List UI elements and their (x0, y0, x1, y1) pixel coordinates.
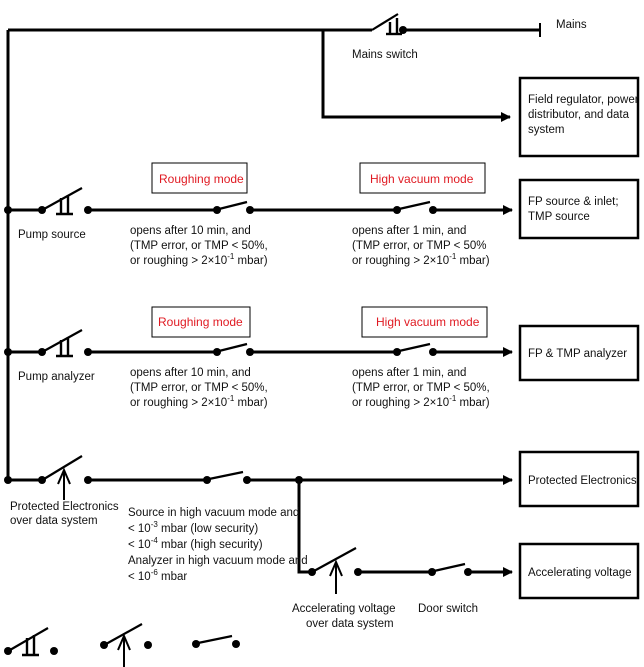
output-box-protected-electronics: Protected Electronics (518, 450, 640, 508)
pump-source-row (4, 187, 513, 216)
pump-source-label: Pump source (18, 229, 86, 241)
field-regulator-line-1: Field regulator, power (528, 94, 639, 106)
condition-line: opens after 1 min, and (352, 225, 466, 237)
condition-line: < 10-4 mbar (high security) (128, 536, 263, 551)
pump-analyzer-label: Pump analyzer (18, 371, 95, 383)
protected-electronics-box-label: Protected Electronics (528, 475, 637, 487)
mains-switch-label: Mains switch (352, 49, 418, 61)
output-box-field-regulator: Field regulator, power distributor, and … (518, 76, 640, 158)
output-box-accelerating-voltage: Accelerating voltage (518, 542, 640, 600)
field-regulator-line-3: system (528, 124, 564, 136)
mode-box-hv-source: High vacuum mode (359, 162, 486, 194)
mains-label: Mains (556, 19, 587, 31)
mode-box-hv-analyzer: High vacuum mode (361, 306, 488, 338)
condition-line: opens after 10 min, and (130, 225, 251, 237)
protected-electronics-switch-label-2: over data system (10, 515, 98, 527)
condition-line: opens after 10 min, and (130, 367, 251, 379)
condition-line: or roughing > 2×10-1 mbar) (352, 252, 490, 267)
condition-line: < 10-6 mbar (128, 568, 187, 583)
output-box-fp-tmp-analyzer: FP & TMP analyzer (518, 324, 640, 382)
door-switch-label: Door switch (418, 603, 478, 615)
legend-automatic-switch (192, 634, 240, 648)
fp-source-line-2: TMP source (528, 211, 590, 223)
roughing-mode-label: Roughing mode (158, 315, 243, 329)
condition-line: < 10-3 mbar (low security) (128, 520, 258, 535)
fp-source-line-1: FP source & inlet; (528, 196, 619, 208)
protected-electronics-row (4, 455, 513, 574)
accelerating-voltage-switch-label-1: Accelerating voltage (292, 603, 396, 615)
field-regulator-line-2: distributor, and data (528, 109, 630, 121)
conditions-roughing-source: opens after 10 min, and (TMP error, or T… (130, 225, 268, 267)
conditions-roughing-analyzer: opens after 10 min, and (TMP error, or T… (130, 367, 268, 409)
output-box-fp-source: FP source & inlet; TMP source (518, 178, 640, 240)
high-vacuum-mode-label: High vacuum mode (370, 172, 474, 186)
legend-data-system-switch (100, 623, 152, 667)
fp-tmp-analyzer-label: FP & TMP analyzer (528, 348, 627, 360)
protected-electronics-switch-label-1: Protected Electronics (10, 501, 119, 513)
high-vacuum-mode-label: High vacuum mode (376, 315, 480, 329)
condition-line: Source in high vacuum mode and (128, 507, 299, 519)
condition-line: (TMP error, or TMP < 50%, (130, 382, 268, 394)
condition-line: or roughing > 2×10-1 mbar) (352, 394, 490, 409)
condition-line: (TMP error, or TMP < 50%, (130, 240, 268, 252)
condition-line: Analyzer in high vacuum mode and (128, 555, 308, 567)
conditions-hv-analyzer: opens after 1 min, and (TMP error, or TM… (352, 367, 490, 409)
condition-line: or roughing > 2×10-1 mbar) (130, 394, 268, 409)
accelerating-voltage-switch-label-2: over data system (306, 618, 394, 630)
condition-line: or roughing > 2×10-1 mbar) (130, 252, 268, 267)
condition-line: opens after 1 min, and (352, 367, 466, 379)
accelerating-voltage-row (308, 547, 513, 594)
legend-manual-switch (4, 627, 58, 657)
mode-box-roughing-source: Roughing mode (151, 162, 248, 194)
conditions-hv-source: opens after 1 min, and (TMP error, or TM… (352, 225, 490, 267)
legend-symbols (4, 623, 240, 667)
accelerating-voltage-box-label: Accelerating voltage (528, 567, 632, 579)
condition-line: (TMP error, or TMP < 50% (352, 240, 487, 252)
condition-line: (TMP error, or TMP < 50%, (352, 382, 490, 394)
pump-analyzer-row (4, 329, 513, 358)
roughing-mode-label: Roughing mode (159, 172, 244, 186)
mode-box-roughing-analyzer: Roughing mode (151, 306, 251, 338)
mains-switch (371, 13, 407, 36)
bus-lines (6, 23, 541, 480)
conditions-electronics: Source in high vacuum mode and < 10-3 mb… (128, 507, 308, 583)
